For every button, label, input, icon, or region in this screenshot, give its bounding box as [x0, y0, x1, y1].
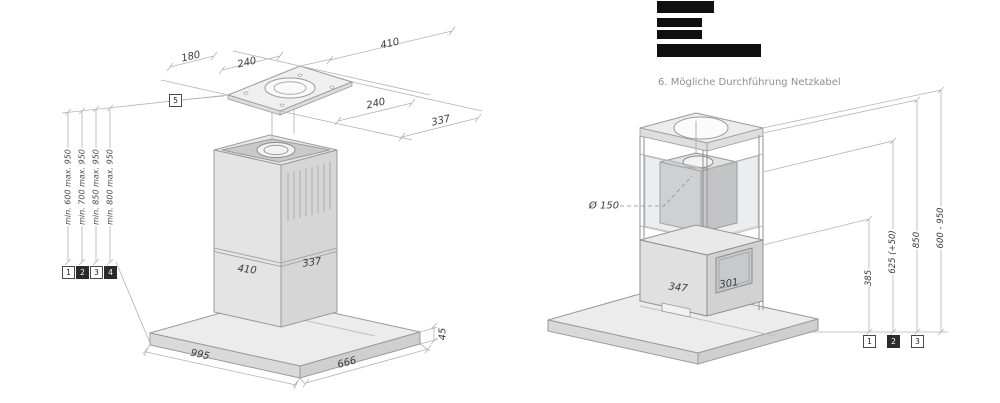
- dim-body-width: 410: [236, 263, 258, 277]
- plate-hole-outer: [264, 77, 316, 99]
- left-drawing: [61, 26, 483, 390]
- height-dim-385: 385: [864, 268, 874, 288]
- frame-hole: [673, 116, 729, 140]
- body-side-window: [715, 247, 753, 294]
- dim-lines-height: [61, 94, 229, 344]
- dim-right-body-width: 347: [667, 281, 689, 295]
- dim-base-height: 45: [437, 326, 449, 342]
- dim-lines-base: [142, 322, 439, 390]
- height-range-4: min. 800 max. 950: [105, 148, 115, 226]
- dim-duct-diameter: Ø 150: [587, 200, 621, 212]
- option-box-1: 1: [62, 266, 75, 279]
- plate-screw-holes: [243, 73, 335, 107]
- option-box-2: 2: [76, 266, 89, 279]
- legend-bar-1: [657, 1, 714, 13]
- chimney-vent-grille: [287, 161, 331, 221]
- height-dim-850: 850: [912, 230, 922, 250]
- chimney-duct-outer: [256, 142, 296, 158]
- chimney-duct-inner: [263, 144, 289, 156]
- height-dim-625: 625 (+50): [888, 229, 898, 275]
- height-dim-600-950: 600 - 950: [936, 206, 946, 250]
- height-range-1: min. 600 max. 950: [63, 148, 73, 226]
- right-option-box-3: 3: [911, 335, 924, 348]
- plate-hole-inner: [273, 81, 307, 95]
- right-drawing: [547, 86, 948, 365]
- duct-leader: [620, 175, 693, 207]
- plate-ref-box-5: 5: [169, 94, 182, 107]
- ceiling-plate-thickness: [227, 81, 353, 116]
- legend-note-6: 6. Mögliche Durchführung Netzkabel: [658, 77, 841, 88]
- body-front-notch: [661, 302, 691, 318]
- option-box-3: 3: [90, 266, 103, 279]
- glass-side-panel: [708, 155, 759, 240]
- dim-lines-top: [160, 26, 483, 142]
- option-box-4: 4: [104, 266, 117, 279]
- legend-bar-3: [657, 30, 702, 39]
- chimney-side-face: [280, 149, 338, 328]
- right-option-box-1: 1: [863, 335, 876, 348]
- dim-lines-right: [762, 86, 948, 336]
- legend-bars: [657, 1, 761, 57]
- body-side-window-inner: [718, 251, 750, 290]
- chimney-front-face: [213, 149, 282, 328]
- chimney-seam: [213, 247, 338, 267]
- legend-bar-2: [657, 18, 702, 27]
- canopy-right-face: [697, 318, 819, 365]
- legend-bar-4: [657, 44, 761, 57]
- height-range-2: min. 700 max. 950: [77, 148, 87, 226]
- height-range-3: min. 850 max. 950: [91, 148, 101, 226]
- right-option-box-2: 2: [887, 335, 900, 348]
